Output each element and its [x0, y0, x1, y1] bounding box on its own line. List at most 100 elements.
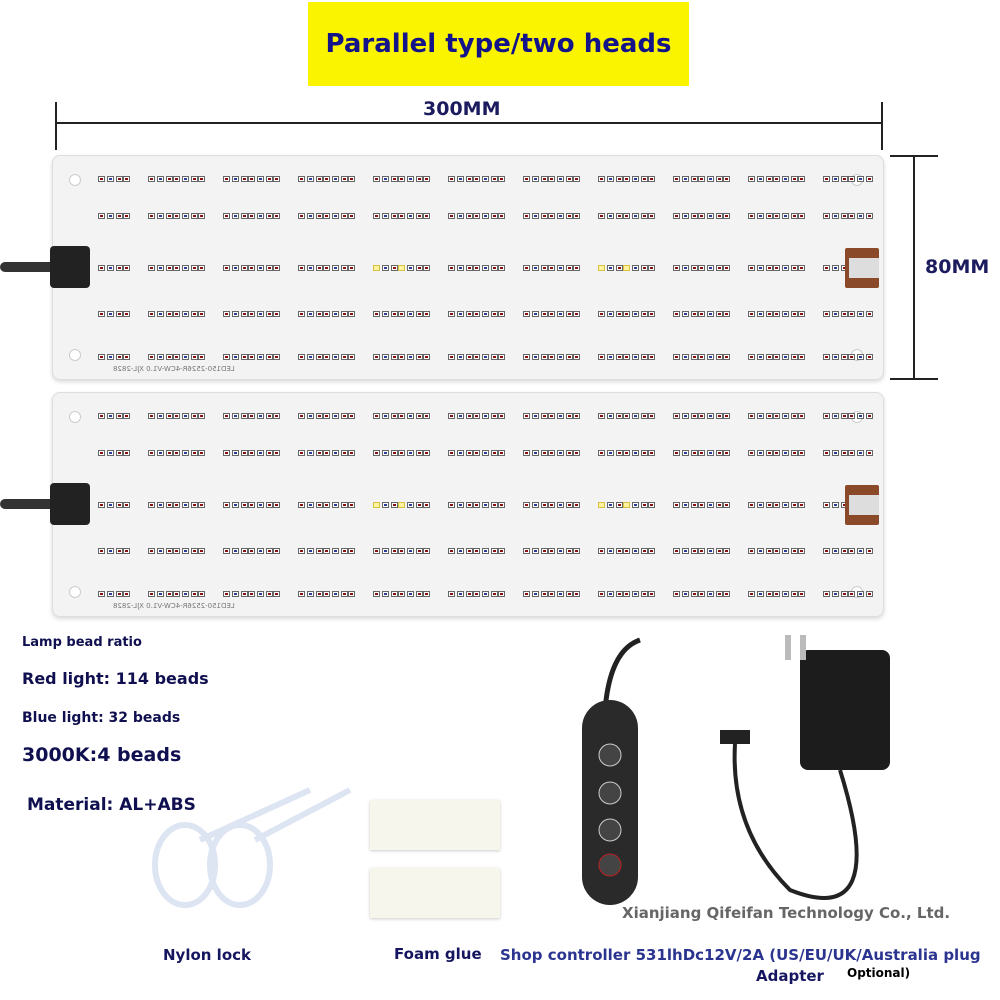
led-bead — [841, 311, 848, 317]
led-bead — [632, 502, 639, 508]
led-bead — [598, 213, 605, 219]
led-bead — [698, 176, 705, 182]
led-bead — [473, 548, 480, 554]
led-bead — [173, 176, 180, 182]
led-bead — [848, 213, 855, 219]
controller-adapter-image — [582, 635, 890, 905]
led-bead — [157, 265, 164, 271]
led-bead — [857, 413, 864, 419]
led-bead — [373, 213, 380, 219]
led-bead — [548, 548, 555, 554]
led-bead — [598, 548, 605, 554]
nylon-lock-label: Nylon lock — [163, 946, 251, 964]
led-bead — [473, 502, 480, 508]
led-bead — [616, 413, 623, 419]
led-bead — [398, 548, 405, 554]
led-bead — [298, 176, 305, 182]
warm-beads: 3000K:4 beads — [22, 744, 182, 766]
led-bead — [457, 213, 464, 219]
led-bead — [473, 265, 480, 271]
led-bead — [473, 176, 480, 182]
led-bead — [466, 502, 473, 508]
led-bead — [307, 450, 314, 456]
led-bead — [273, 354, 280, 360]
led-bead — [557, 311, 564, 317]
led-bead — [398, 502, 405, 508]
led-bead — [716, 176, 723, 182]
led-bead — [823, 354, 830, 360]
led-bead — [748, 591, 755, 597]
led-bead — [298, 354, 305, 360]
led-bead — [448, 591, 455, 597]
led-bead — [598, 450, 605, 456]
led-bead — [423, 213, 430, 219]
led-bead — [541, 413, 548, 419]
led-bead — [857, 213, 864, 219]
led-bead — [857, 354, 864, 360]
led-bead — [773, 311, 780, 317]
led-bead — [866, 354, 873, 360]
led-bead — [598, 176, 605, 182]
led-bead — [498, 176, 505, 182]
led-bead — [382, 548, 389, 554]
led-bead — [448, 354, 455, 360]
led-bead — [541, 450, 548, 456]
led-bead — [198, 213, 205, 219]
led-bead — [273, 213, 280, 219]
led-bead — [607, 265, 614, 271]
led-bead — [723, 591, 730, 597]
led-bead — [473, 354, 480, 360]
led-bead — [691, 502, 698, 508]
led-bead — [541, 502, 548, 508]
led-bead — [98, 591, 105, 597]
led-bead — [491, 450, 498, 456]
led-bead — [757, 548, 764, 554]
led-bead — [766, 450, 773, 456]
led-bead — [148, 213, 155, 219]
led-bead — [191, 265, 198, 271]
led-bead — [632, 413, 639, 419]
led-bead — [832, 413, 839, 419]
led-bead — [698, 213, 705, 219]
led-bead — [623, 213, 630, 219]
led-bead — [623, 591, 630, 597]
led-bead — [173, 213, 180, 219]
led-bead — [407, 265, 414, 271]
led-bead — [423, 311, 430, 317]
led-bead — [682, 354, 689, 360]
led-bead — [866, 591, 873, 597]
led-bead — [407, 413, 414, 419]
led-bead — [423, 176, 430, 182]
led-bead — [466, 311, 473, 317]
led-bead — [341, 354, 348, 360]
led-bead — [266, 213, 273, 219]
led-bead — [782, 265, 789, 271]
led-bead — [607, 450, 614, 456]
led-bead — [391, 591, 398, 597]
led-bead — [691, 265, 698, 271]
led-bead — [98, 265, 105, 271]
led-bead — [698, 311, 705, 317]
led-bead — [182, 213, 189, 219]
led-bead — [173, 354, 180, 360]
led-bead — [648, 413, 655, 419]
led-bead — [257, 213, 264, 219]
led-bead — [232, 548, 239, 554]
led-bead — [391, 450, 398, 456]
led-bead — [407, 311, 414, 317]
mount-hole — [69, 349, 81, 361]
led-bead — [466, 354, 473, 360]
led-bead — [632, 354, 639, 360]
led-bead — [316, 176, 323, 182]
led-bead — [348, 450, 355, 456]
power-cable — [0, 498, 55, 509]
led-bead — [123, 265, 130, 271]
led-bead — [541, 591, 548, 597]
led-bead — [307, 354, 314, 360]
led-bead — [707, 176, 714, 182]
led-bead — [573, 413, 580, 419]
led-bead — [457, 413, 464, 419]
led-bead — [416, 213, 423, 219]
led-bead — [123, 176, 130, 182]
led-bead — [316, 450, 323, 456]
